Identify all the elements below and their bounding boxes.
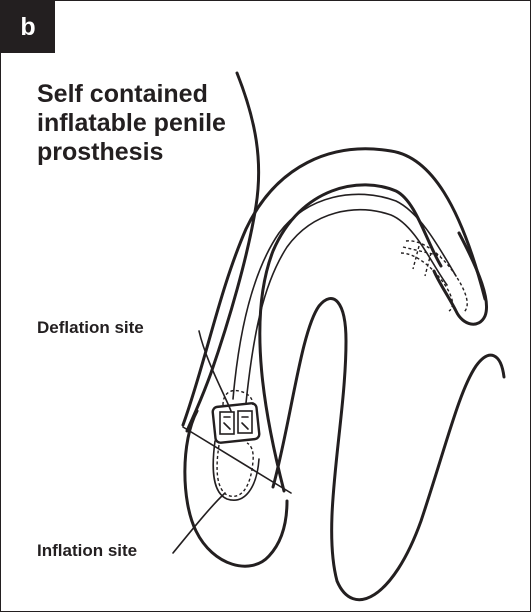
- inflation-leader-line: [173, 493, 225, 553]
- deflation-site-label: Deflation site: [37, 318, 144, 338]
- panel-label: b: [1, 1, 55, 53]
- figure-title: Self contained inflatable penile prosthe…: [37, 80, 257, 167]
- tubing-loop: [273, 299, 504, 600]
- shaft-inner-outline: [260, 185, 441, 491]
- deflation-leader-line: [199, 331, 231, 411]
- inflation-site-label: Inflation site: [37, 541, 137, 561]
- deflation-valve: [212, 391, 260, 444]
